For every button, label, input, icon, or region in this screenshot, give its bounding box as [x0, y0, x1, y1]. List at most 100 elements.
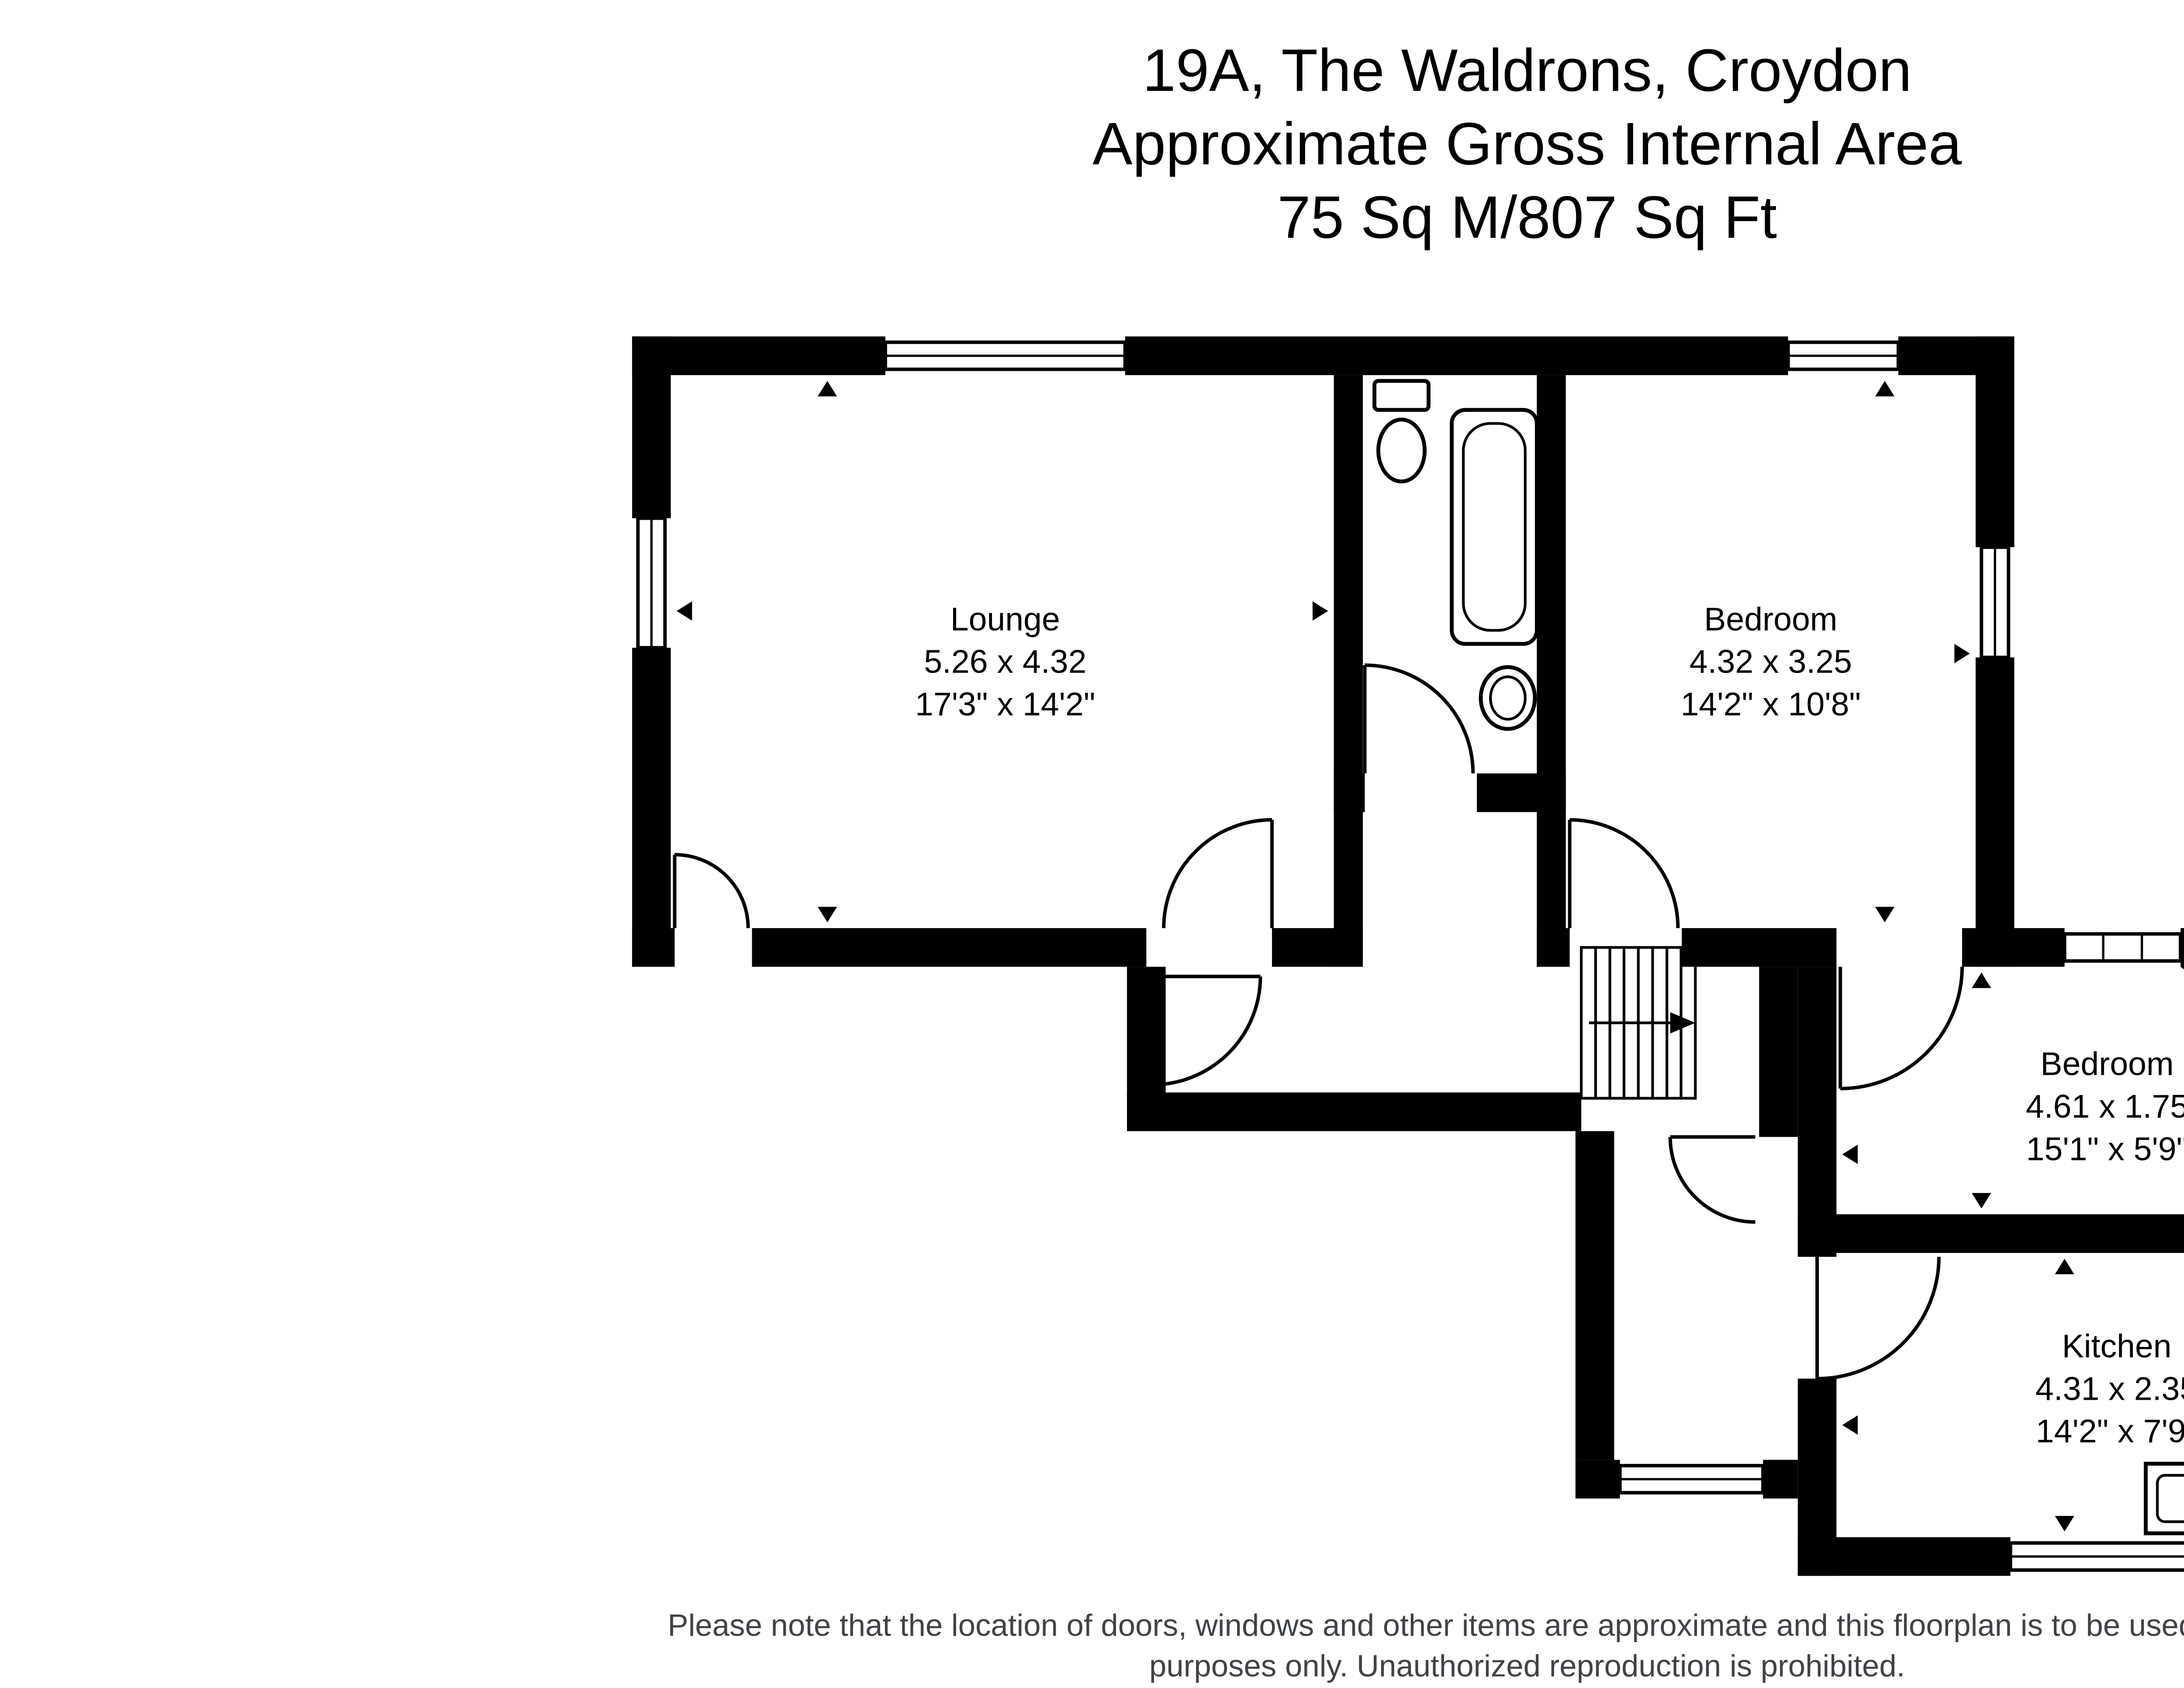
basin-inner	[1489, 675, 1527, 721]
arrow-right-icon	[1312, 601, 1328, 621]
lounge-label: Lounge 5.26 x 4.32 17'3" x 14'2"	[915, 601, 1095, 722]
room-imperial: 14'2" x 7'9"	[2036, 1413, 2184, 1450]
staircase	[1580, 946, 1697, 1100]
wall-segment	[1125, 336, 1788, 375]
arrow-down-icon	[2055, 1515, 2074, 1532]
fixtures	[1372, 379, 2184, 1536]
dimension-arrows	[676, 381, 2074, 1532]
wall-segment	[1334, 773, 1365, 812]
arrow-up-icon	[1875, 381, 1895, 397]
wall-segment	[1537, 375, 1566, 967]
wall-segment	[632, 648, 671, 967]
room-name: Bedroom	[2040, 1046, 2174, 1082]
windows	[632, 336, 2184, 1576]
wall-segment	[1797, 1214, 2184, 1253]
wall-segment	[1962, 928, 2065, 967]
room-imperial: 15'1" x 5'9"	[2026, 1130, 2184, 1167]
disclaimer-line-1: Please note that the location of doors, …	[667, 1608, 2184, 1643]
page-subtitle: Approximate Gross Internal Area	[1092, 110, 1962, 177]
wall-segment	[752, 928, 1147, 967]
arrow-left-icon	[1842, 1144, 1858, 1164]
wall-segment	[632, 336, 885, 375]
lounge-top-window	[883, 336, 1127, 375]
bathtub-outer	[1450, 408, 1539, 646]
bedroom-right-window	[1975, 545, 2015, 659]
bathtub-inner	[1462, 422, 1527, 632]
wall-segment	[1537, 928, 1570, 967]
wall-segment	[1797, 1378, 1837, 1576]
wall-segment	[1682, 928, 1837, 967]
arrow-up-icon	[818, 381, 837, 397]
room-metric: 5.26 x 4.32	[924, 643, 1086, 680]
wall-segment	[1759, 967, 1798, 1137]
room-imperial: 17'3" x 14'2"	[915, 686, 1095, 722]
arrow-down-icon	[1972, 1193, 1991, 1209]
toilet-fixture	[1372, 379, 1431, 483]
kitchen-bottom-window	[2008, 1537, 2184, 1576]
corridor-bottom-window	[1618, 1460, 1765, 1499]
room-name: Kitchen	[2062, 1328, 2172, 1364]
bedroom1-label: Bedroom 4.32 x 3.25 14'2" x 10'8"	[1681, 601, 1861, 722]
bathroom-door	[1363, 663, 1475, 773]
arrow-right-icon	[1954, 644, 1970, 663]
room-name: Bedroom	[1704, 601, 1837, 637]
wall-segment	[632, 336, 671, 518]
corridor-door	[1668, 1135, 1755, 1224]
room-imperial: 14'2" x 10'8"	[1681, 686, 1861, 722]
kitchen-label: Kitchen 4.31 x 2.35 14'2" x 7'9"	[2035, 1328, 2184, 1450]
door-swing-arc	[674, 853, 750, 929]
room-metric: 4.31 x 2.35	[2035, 1370, 2184, 1407]
wall-segment	[1334, 375, 1363, 967]
bedroom2-top-window	[2063, 928, 2183, 967]
bedroom-top-window	[1786, 336, 1900, 375]
bedroom2-door	[1838, 967, 1964, 1091]
wall-segment	[1575, 1460, 1620, 1499]
entrance-door	[673, 853, 750, 929]
room-metric: 4.32 x 3.25	[1690, 643, 1852, 680]
arrow-left-icon	[676, 601, 692, 621]
door-swing-arc	[1817, 1257, 1941, 1381]
wall-segment	[1975, 336, 2015, 547]
wall-segment	[1127, 1092, 1582, 1131]
kitchen-door	[1815, 1257, 1941, 1381]
sink-bowl	[2156, 1474, 2184, 1523]
arrow-down-icon	[818, 907, 837, 922]
room-metric: 4.61 x 1.75	[2026, 1088, 2184, 1125]
room-labels: Lounge 5.26 x 4.32 17'3" x 14'2" Bedroom…	[915, 601, 2184, 1449]
window-frame	[2063, 932, 2183, 963]
walls	[632, 336, 2184, 1576]
kitchen-sink-fixture	[2144, 1462, 2184, 1536]
arrow-left-icon	[1842, 1415, 1858, 1435]
bedroom1-door	[1568, 818, 1680, 929]
window-pane-dividers	[2102, 934, 2143, 961]
door-swing-arc	[1569, 818, 1680, 929]
toilet-bowl	[1376, 418, 1427, 483]
basin-fixture	[1479, 665, 1537, 731]
lounge-left-window	[632, 516, 671, 650]
door-swing-arc	[1668, 1137, 1755, 1224]
stairs-direction-arrow	[1670, 1012, 1696, 1034]
wall-segment	[1477, 773, 1566, 812]
doors	[673, 663, 1964, 1381]
disclaimer-line-2: purposes only. Unauthorized reproduction…	[1149, 1649, 1905, 1683]
door-swing-arc	[1152, 976, 1262, 1087]
bathtub-fixture	[1450, 408, 1539, 646]
arrow-up-icon	[2055, 1259, 2074, 1274]
page-area: 75 Sq M/807 Sq Ft	[1277, 184, 1777, 251]
wall-segment	[632, 928, 675, 967]
wall-segment	[1975, 657, 2015, 967]
wall-segment	[1763, 1460, 1798, 1499]
bedroom2-label: Bedroom 4.61 x 1.75 15'1" x 5'9"	[2026, 1046, 2184, 1167]
arrow-down-icon	[1875, 907, 1895, 922]
lounge-door	[1162, 818, 1274, 929]
page-title: 19A, The Waldrons, Croydon	[1143, 37, 1912, 104]
arrow-up-icon	[1972, 972, 1991, 988]
wall-segment	[1575, 1131, 1614, 1460]
door-swing-arc	[1840, 967, 1964, 1091]
toilet-cistern	[1372, 379, 1431, 412]
door-swing-arc	[1162, 818, 1272, 929]
door-swing-arc	[1365, 663, 1475, 773]
